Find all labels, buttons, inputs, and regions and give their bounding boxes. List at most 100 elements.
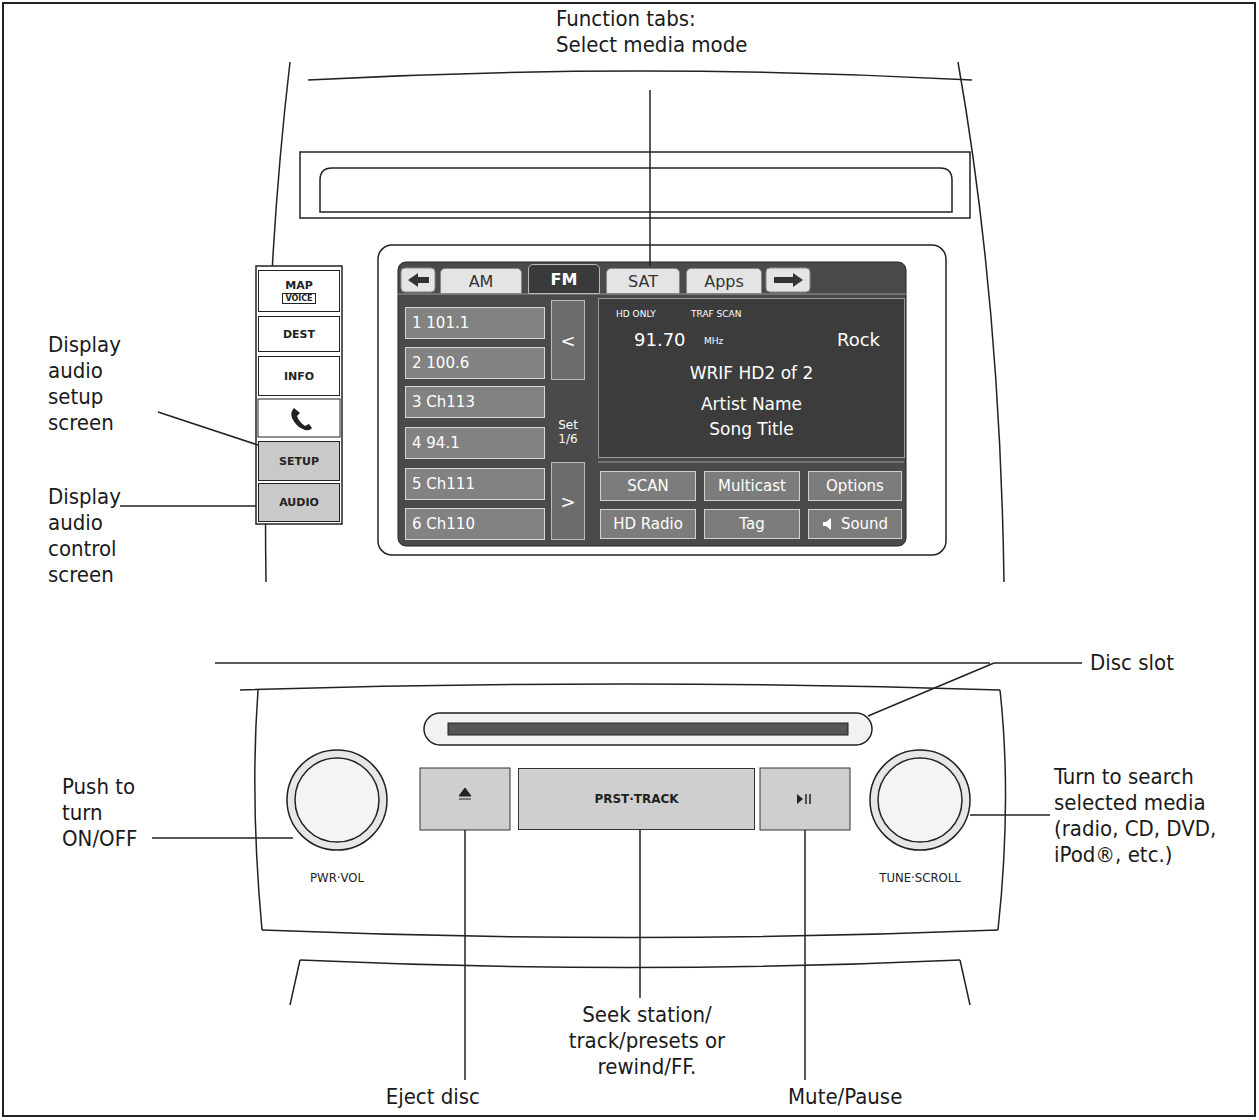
- button-label: HD Radio: [613, 515, 683, 533]
- button-label: PRST·TRACK: [594, 792, 678, 806]
- disc-slot: [424, 713, 872, 745]
- soft-button: Sound: [808, 509, 902, 539]
- callout-text: Turn to search selected media (radio, CD…: [1054, 764, 1229, 868]
- function-tab: SAT: [606, 268, 680, 294]
- control-buttons: [420, 768, 850, 830]
- menu-button: SETUP: [258, 441, 340, 481]
- drawing-stroke: [994, 662, 1082, 664]
- function-tab: AM: [440, 268, 522, 294]
- button-label: 6 Ch110: [412, 515, 475, 533]
- drawing-stroke: [401, 268, 435, 292]
- drawing-stroke: [960, 960, 970, 1005]
- button-label: Tag: [739, 515, 764, 533]
- button-label: >: [560, 491, 575, 512]
- callout-text: Mute/Pause: [788, 1084, 938, 1110]
- drawing-stroke: [806, 794, 810, 804]
- drawing-stroke: [291, 408, 312, 430]
- button-label: Options: [826, 477, 884, 495]
- button-label: SAT: [628, 272, 658, 291]
- preset-button: 4 94.1: [405, 427, 545, 459]
- station-info: MHz: [704, 336, 723, 346]
- button-label: INFO: [284, 370, 314, 383]
- function-tab: FM: [528, 264, 600, 294]
- drawing-stroke: [255, 690, 262, 930]
- button-label: 5 Ch111: [412, 475, 475, 493]
- preset-button: 1 101.1: [405, 307, 545, 339]
- drawing-stroke: [598, 462, 904, 463]
- station-info: TRAF SCAN: [691, 309, 741, 319]
- button-label: Multicast: [718, 477, 786, 495]
- drawing-stroke: [215, 662, 990, 664]
- callout-text: Function tabs: Select media mode: [556, 6, 756, 58]
- knob-label: TUNE·SCROLL: [845, 870, 995, 885]
- callout-text: Eject disc: [330, 1084, 480, 1110]
- phone-button: [258, 399, 340, 437]
- station-info: HD ONLY: [616, 309, 656, 319]
- button-label: 2 100.6: [412, 354, 469, 372]
- drawing-stroke: [120, 505, 256, 507]
- knobs: [287, 750, 970, 850]
- station-info: Artist Name: [599, 394, 904, 414]
- button-label: Apps: [704, 272, 744, 291]
- soft-button: HD Radio: [600, 509, 696, 539]
- drawing-stroke: [300, 152, 970, 218]
- menu-button: INFO: [258, 356, 340, 396]
- callout-text: Seek station/ track/presets or rewind/FF…: [522, 1002, 772, 1080]
- station-panel: HD ONLYTRAF SCAN91.70MHzRockWRIF HD2 of …: [598, 298, 905, 458]
- drawing-stroke: [878, 758, 962, 842]
- dash-outline: [215, 62, 1006, 1005]
- drawing-stroke: [287, 750, 387, 850]
- drawing-stroke: [958, 62, 1004, 582]
- button-label: DEST: [283, 328, 315, 341]
- button-label: AM: [469, 272, 494, 291]
- callout-text: Display audio setup screen: [48, 332, 160, 436]
- drawing-stroke: [464, 830, 466, 1080]
- screen: [398, 262, 906, 546]
- side-strip: [256, 266, 342, 524]
- drawing-stroke: [639, 830, 641, 998]
- drawing-stroke: [408, 273, 429, 287]
- menu-sublabel: VOICE: [282, 293, 315, 304]
- page-button: <: [551, 300, 585, 380]
- soft-button: SCAN: [600, 471, 696, 501]
- leader-lines: [120, 90, 1082, 1080]
- drawing-stroke: [378, 245, 946, 555]
- soft-button: Tag: [704, 509, 800, 539]
- button-label: SETUP: [279, 455, 319, 468]
- function-tab: Apps: [686, 268, 762, 294]
- soft-button: Options: [808, 471, 902, 501]
- preset-button: 5 Ch111: [405, 468, 545, 500]
- drawing-stroke: [300, 960, 960, 968]
- station-info: Song Title: [599, 419, 904, 439]
- preset-button: 6 Ch110: [405, 508, 545, 540]
- drawing-stroke: [804, 830, 806, 1080]
- preset-button: 3 Ch113: [405, 386, 545, 418]
- drawing-stroke: [240, 684, 1000, 690]
- drawing-stroke: [320, 168, 952, 212]
- button-label: 1 101.1: [412, 314, 469, 332]
- drawing-stroke: [308, 71, 972, 80]
- drawing-stroke: [797, 794, 803, 804]
- drawing-stroke: [774, 273, 803, 287]
- drawing-stroke: [448, 723, 848, 735]
- drawing-stroke: [970, 814, 1050, 816]
- callout-text: Push to turn ON/OFF: [62, 774, 172, 852]
- drawing-stroke: [868, 663, 994, 716]
- button-label: 3 Ch113: [412, 393, 475, 411]
- page-button: >: [551, 462, 585, 540]
- drawing-stroke: [258, 399, 340, 437]
- menu-button: AUDIO: [258, 483, 340, 522]
- drawing-stroke: [262, 930, 998, 938]
- drawing-stroke: [152, 837, 293, 839]
- drawing-stroke: [295, 758, 379, 842]
- drawing-stroke: [760, 768, 850, 830]
- callout-text: Display audio control screen: [48, 484, 160, 588]
- drawing-stroke: [870, 750, 970, 850]
- drawing-stroke: [998, 690, 1006, 930]
- preset-track-button: PRST·TRACK: [518, 768, 755, 830]
- callout-text: Disc slot: [1090, 650, 1240, 676]
- drawing-stroke: [459, 788, 471, 799]
- speaker-icon: [822, 517, 836, 531]
- button-label: 4 94.1: [412, 434, 460, 452]
